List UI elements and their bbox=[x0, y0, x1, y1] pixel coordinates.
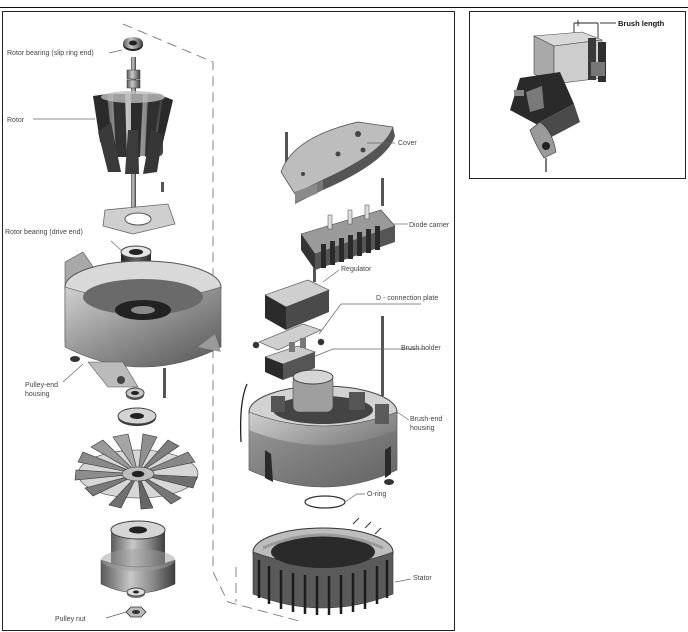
exploded-view-diagram: Rotor bearing (slip ring end) Rotor Roto… bbox=[5, 23, 450, 623]
brush-holder-part bbox=[239, 338, 316, 443]
spacer-washer-part bbox=[117, 387, 157, 426]
through-bolt-part bbox=[163, 368, 166, 398]
brush-end-housing-part bbox=[248, 369, 398, 488]
rotor-key-part bbox=[161, 182, 164, 192]
slip-rings-part bbox=[126, 69, 141, 89]
brush-length-inset-panel: Brush length bbox=[469, 11, 686, 179]
connection-plate-part bbox=[252, 323, 325, 351]
label-pulley-end-housing-line2: housing bbox=[25, 391, 50, 398]
spacer-plate-part bbox=[102, 203, 176, 235]
diode-carrier-part bbox=[300, 204, 396, 270]
cover-screw-part bbox=[381, 178, 384, 206]
o-ring-part bbox=[304, 495, 346, 509]
pulley-nut-part bbox=[125, 587, 147, 618]
pulley-part bbox=[100, 520, 176, 594]
label-pulley-end-housing-line1: Pulley-end bbox=[25, 382, 58, 389]
top-rule bbox=[0, 7, 688, 8]
label-rotor-bearing-slip-ring: Rotor bearing (slip ring end) bbox=[7, 50, 94, 57]
label-brush-end-housing-line1: Brush-end bbox=[410, 416, 442, 423]
label-rotor: Rotor bbox=[7, 117, 25, 124]
label-brush-end-housing-line2: housing bbox=[410, 425, 435, 432]
stator-part bbox=[252, 517, 394, 615]
label-brush-holder: Brush holder bbox=[401, 345, 441, 352]
leader-lines bbox=[33, 49, 425, 619]
brush-holder-detail-diagram: Brush length bbox=[510, 19, 665, 172]
label-pulley-nut: Pulley nut bbox=[55, 616, 86, 623]
rotor-claw-poles-part bbox=[93, 91, 173, 174]
brush-end-screw-part bbox=[381, 316, 384, 396]
label-stator: Stator bbox=[413, 575, 432, 582]
label-regulator: Regulator bbox=[341, 266, 372, 273]
label-diode-carrier: Diode carrier bbox=[409, 222, 450, 229]
assembly-guide-lines bbox=[122, 23, 304, 623]
label-o-ring: O-ring bbox=[367, 491, 387, 498]
label-connection-plate: D - connection plate bbox=[376, 295, 438, 302]
label-cover: Cover bbox=[398, 140, 417, 147]
part-labels: Rotor bearing (slip ring end) Rotor Roto… bbox=[5, 50, 450, 623]
pulley-end-housing-part bbox=[64, 251, 222, 388]
regulator-part bbox=[264, 183, 330, 330]
exploded-view-panel: Rotor bearing (slip ring end) Rotor Roto… bbox=[2, 11, 455, 631]
fan-part bbox=[74, 433, 199, 510]
brush-holder-inset-part bbox=[510, 31, 606, 172]
housing-nut-part bbox=[384, 479, 394, 485]
label-rotor-bearing-drive-end: Rotor bearing (drive end) bbox=[5, 229, 83, 236]
rotor-bearing-slip-ring-part bbox=[123, 37, 143, 51]
label-brush-length: Brush length bbox=[618, 19, 665, 28]
